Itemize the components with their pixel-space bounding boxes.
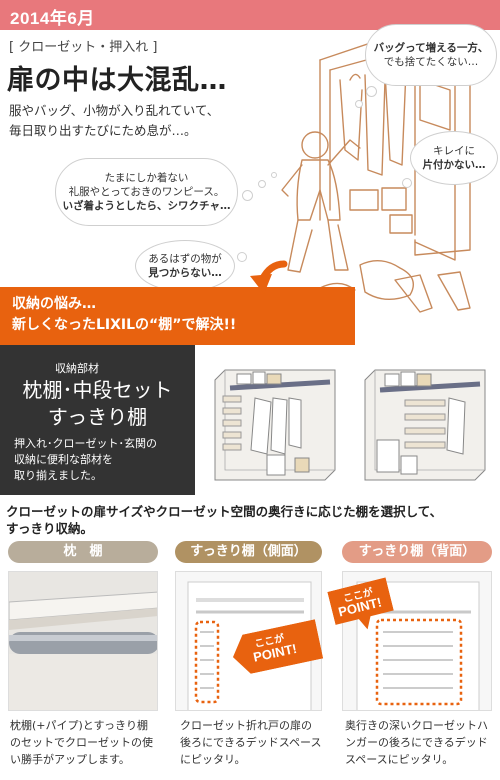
bubble-dot <box>366 86 377 97</box>
pillow-shelf-photo <box>8 571 158 711</box>
thought-bubble-wrinkles: たまにしか着ない 礼服やとっておきのワンピース。 いざ着ようとしたら、シワクチャ… <box>55 158 238 226</box>
closet-side-shelf-image <box>214 369 336 481</box>
bubble-dot <box>237 252 247 262</box>
parts-label: 収納部材 <box>55 362 99 375</box>
category-label: [ クローゼット・押入れ ] <box>9 40 158 55</box>
card-label-back-shelf: すっきり棚（背面） <box>342 541 492 563</box>
parts-description: 押入れ･クローゼット･玄関の 収納に便利な部材を 取り揃えました。 <box>14 437 157 482</box>
card-text-back-shelf: 奥行きの深いクローゼットハ ンガーの後ろにできるデッド スペースにピッタリ。 <box>345 719 488 766</box>
pillow-shelf-pipe-image <box>9 572 157 710</box>
card-label-side-shelf: すっきり棚（側面） <box>175 541 322 563</box>
bubble-dot <box>242 190 253 201</box>
curved-arrow-icon <box>250 260 288 294</box>
bubble-dot <box>402 178 412 188</box>
headline: 扉の中は大混乱… <box>7 65 227 96</box>
thought-bubble-missing: あるはずの物が 見つからない… <box>135 240 235 292</box>
card-text-side-shelf: クローゼット折れ戸の扉の 後ろにできるデッドスペース にピッタリ。 <box>180 719 322 766</box>
back-shelf-closet-image <box>343 572 491 710</box>
selection-intro: クローゼットの扉サイズやクローゼット空間の奥行きに応じた棚を選択して、 すっきり… <box>6 504 443 536</box>
thought-bubble-bags: バッグって増える一方、 でも捨てたくない… <box>365 24 497 86</box>
intro-description: 服やバッグ、小物が入り乱れていて、 毎日取り出すたびにため息が…。 <box>9 103 220 138</box>
bubble-dot <box>271 172 277 178</box>
back-shelf-photo <box>342 571 492 711</box>
point-badge: ここが POINT! <box>229 619 324 676</box>
card-label-pillow-shelf: 枕 棚 <box>8 541 158 563</box>
date-banner: 2014年6月 <box>0 0 500 30</box>
parts-title: 枕棚･中段セット すっきり棚 <box>22 378 173 429</box>
date-label: 2014年6月 <box>10 9 95 28</box>
problem-banner: 収納の悩み… 新しくなったLIXILの“棚”で解決!! <box>0 287 355 345</box>
card-text-pillow-shelf: 枕棚(+パイプ)とすっきり棚 のセットでクローゼットの使 い勝手がアップします。 <box>10 719 153 766</box>
bubble-dot <box>258 180 266 188</box>
parts-panel <box>0 345 195 495</box>
closet-back-shelf-image <box>364 369 486 481</box>
point-badge: ここが POINT! <box>327 577 396 636</box>
thought-bubble-tidy: キレイに 片付かない… <box>410 131 498 185</box>
bubble-dot <box>355 100 363 108</box>
